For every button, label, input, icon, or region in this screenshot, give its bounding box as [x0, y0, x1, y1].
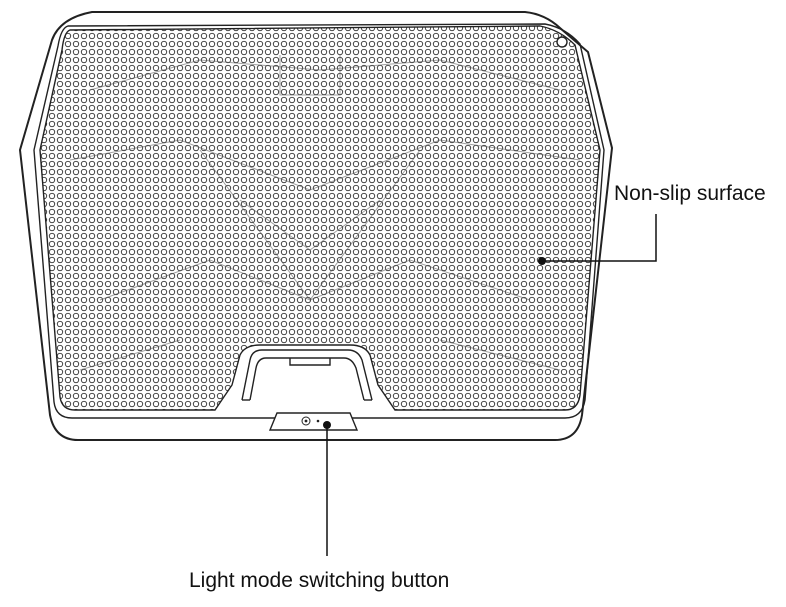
indicator-led [316, 419, 320, 423]
stand-outer-shell [18, 11, 614, 441]
stand-inner-rim [33, 23, 605, 419]
corner-screw [556, 36, 568, 48]
mesh-panel [40, 26, 600, 410]
non-slip-label: Non-slip surface [614, 182, 766, 205]
light-mode-label: Light mode switching button [189, 569, 449, 592]
handle-cutout [241, 349, 373, 401]
light-mode-callout: Light mode switching button [189, 421, 449, 592]
light-icon [301, 416, 311, 426]
non-slip-callout: Non-slip surface [538, 182, 766, 265]
mesh-panel-border [39, 25, 601, 411]
light-mode-button[interactable] [268, 412, 359, 431]
